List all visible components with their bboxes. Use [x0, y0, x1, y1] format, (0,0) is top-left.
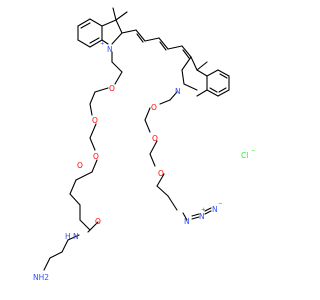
indolium-nitrogen: N	[107, 45, 113, 54]
azide-nitrogen-3: N	[212, 205, 218, 214]
structure-canvas: N + N O O O O O N H NH2 O O O N N + N − …	[33, 7, 256, 282]
amide-nitrogen: N	[73, 232, 79, 241]
azide-group	[182, 207, 212, 221]
ether-oxygen-1: O	[109, 84, 115, 93]
aminopropyl-tail	[43, 234, 80, 271]
ether-oxygen-4: O	[77, 161, 83, 170]
ether-oxygen-5: O	[151, 103, 157, 112]
azide-minus-charge: −	[218, 201, 223, 207]
terminal-amine: NH2	[33, 273, 49, 282]
ether-oxygen-2: O	[92, 116, 98, 125]
indoline-nitrogen: N	[175, 87, 181, 96]
carbonyl-oxygen: O	[95, 217, 101, 226]
atom-labels: N + N O O O O O N H NH2 O O O N N + N −	[33, 41, 223, 282]
amide-hydrogen: H	[65, 232, 71, 241]
peg-chain-lower	[144, 99, 178, 211]
molecule-diagram: N + N O O O O O N H NH2 O O O N N + N − …	[33, 7, 256, 282]
azide-nitrogen-2: N	[199, 212, 205, 221]
azide-nitrogen-1: N	[184, 217, 190, 226]
polymethine-bridge	[121, 29, 192, 59]
indolium-charge: +	[100, 41, 105, 47]
chloride-charge: −	[251, 148, 256, 154]
peg-chain-upper	[69, 71, 123, 233]
azide-plus-charge: +	[201, 207, 206, 213]
chloride-symbol: Cl	[241, 151, 248, 160]
indolium-ring-upper	[77, 7, 128, 73]
ether-oxygen-6: O	[152, 134, 158, 143]
ether-oxygen-3: O	[93, 152, 99, 161]
counter-ion: Cl −	[241, 148, 256, 160]
indoline-ring-lower	[169, 56, 230, 101]
ether-oxygen-7: O	[158, 169, 164, 178]
